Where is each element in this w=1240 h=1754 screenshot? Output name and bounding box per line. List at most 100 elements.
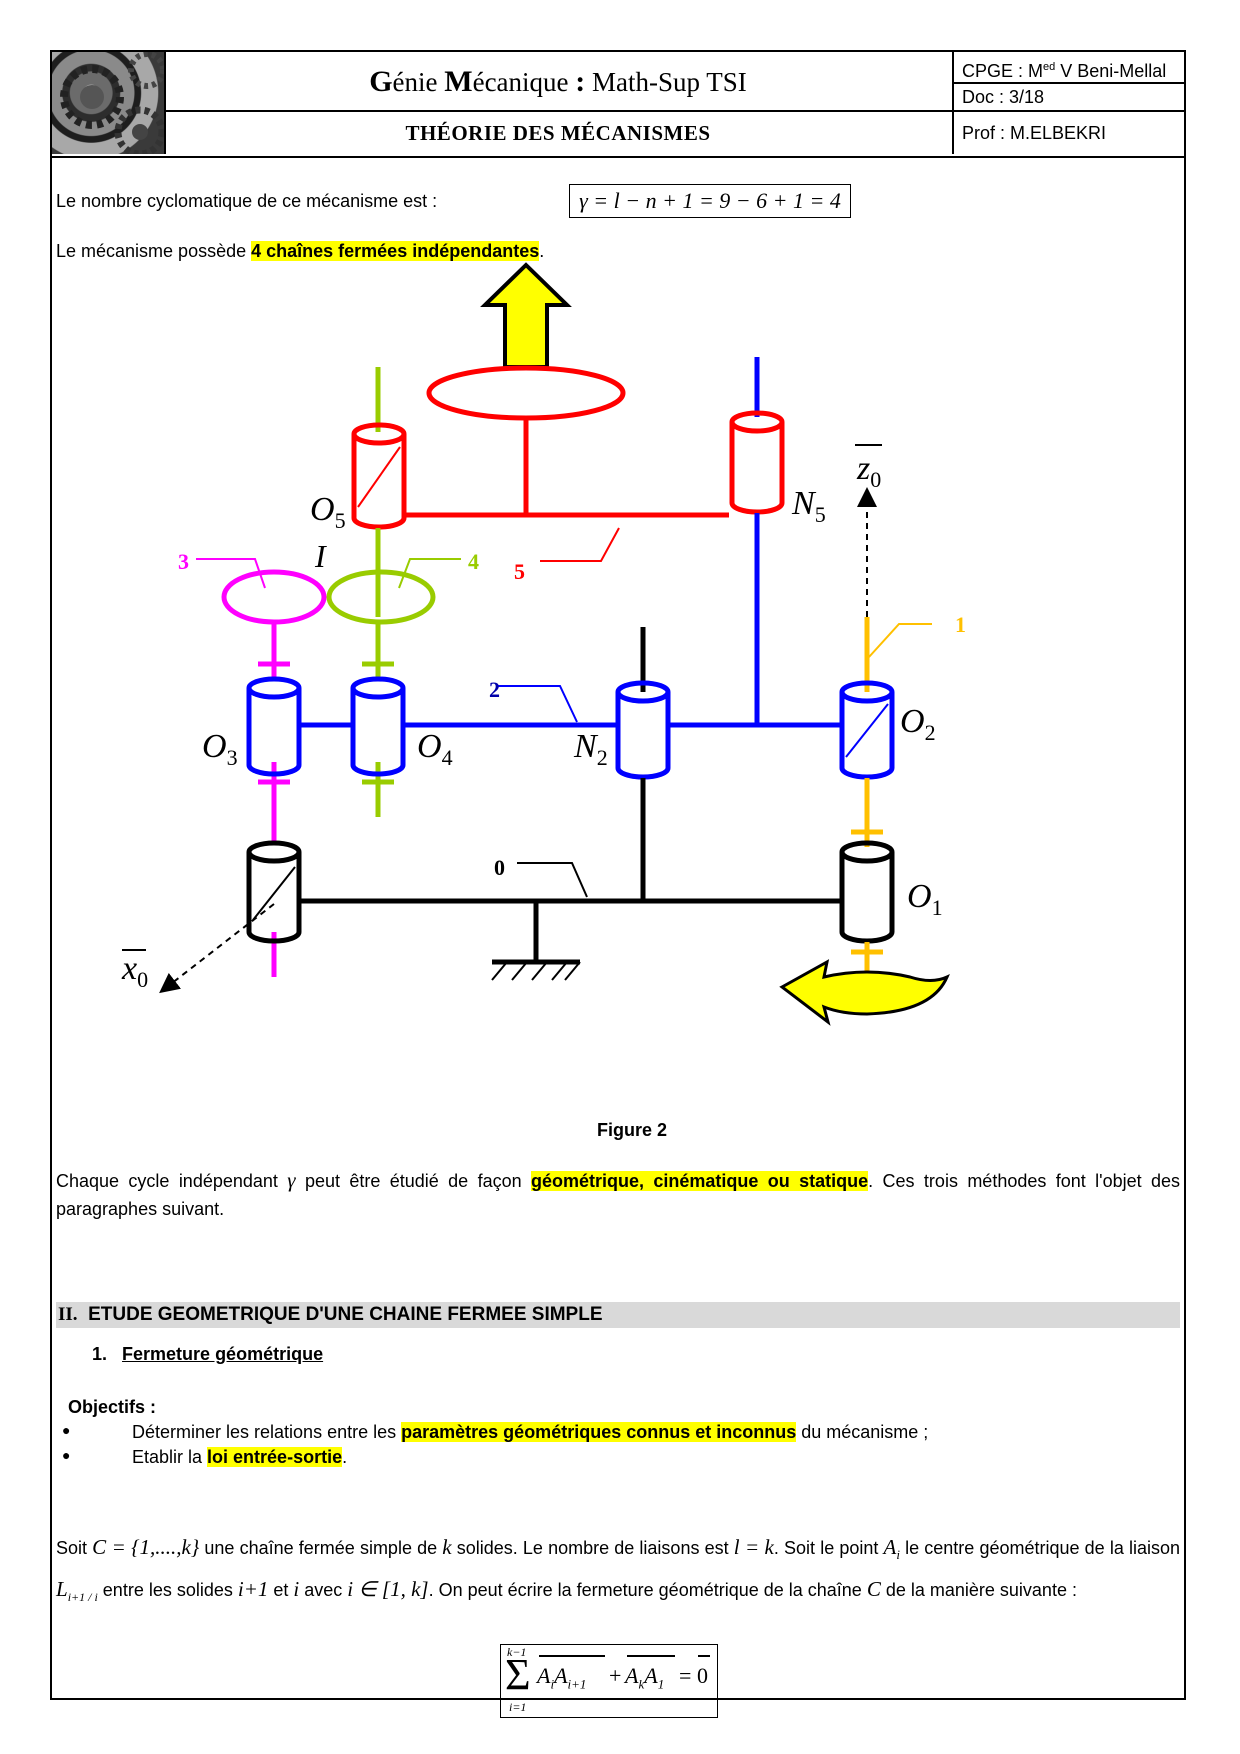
bullet-icon: ●: [62, 1422, 71, 1438]
figure-caption: Figure 2: [596, 1120, 667, 1140]
output-arrow-icon: [480, 262, 572, 369]
term-1: AiAi+1: [537, 1663, 587, 1692]
gear-3: [221, 569, 327, 625]
cycles-before: Chaque cycle indépendant: [56, 1171, 288, 1191]
school-cell: CPGE : Med V Beni-Mellal: [954, 52, 1184, 84]
vector-bar-zero: [698, 1655, 710, 1657]
solid-5-plate: [426, 365, 626, 421]
subsection-1-number: 1.: [92, 1344, 108, 1364]
label-0: 0: [494, 855, 505, 880]
label-4: 4: [468, 549, 479, 574]
cycles-after: . Ces trois méthodes font l'objet des pa…: [56, 1171, 1180, 1219]
p-c: solides. Le nombre de liaisons est: [451, 1538, 734, 1558]
page-subtitle: THÉORIE DES MÉCANISMES: [164, 112, 954, 154]
sum-top: k−1: [507, 1645, 527, 1659]
label-n5: N5: [791, 485, 826, 527]
school-suffix: V Beni-Mellal: [1055, 61, 1167, 81]
label-o2: O2: [900, 703, 936, 745]
p-interval: i ∈ [1, k]: [347, 1577, 429, 1602]
doc-cell: Doc : 3/18: [954, 84, 1184, 112]
objective-1-before: Déterminer les relations entre les: [132, 1422, 402, 1442]
rotation-arrow-icon: [779, 959, 950, 1026]
vector-bar-1: [539, 1655, 605, 1657]
section-ii-number: II.: [58, 1304, 78, 1325]
objective-1-highlight: paramètres géométriques connus et inconn…: [401, 1422, 797, 1442]
gears-logo: [52, 52, 166, 154]
label-x0: x0: [121, 950, 148, 992]
equals-sign: =: [679, 1663, 692, 1688]
p-d: . Soit le point: [773, 1538, 884, 1558]
objective-2-before: Etablir la: [132, 1447, 208, 1467]
vector-bar-2: [627, 1655, 675, 1657]
joint-n5: [729, 410, 785, 515]
p-leqk: l = k: [733, 1535, 774, 1559]
chains-sentence: Le mécanisme possède 4 chaînes fermées i…: [56, 238, 544, 264]
objectives-title: Objectifs :: [68, 1397, 157, 1417]
cycles-highlight: géométrique, cinématique ou statique: [530, 1171, 869, 1191]
school-prefix: CPGE : M: [962, 61, 1044, 81]
page-frame: Génie Mécanique : Math-Sup TSI THÉORIE D…: [50, 50, 1186, 1718]
joint-base-left: [246, 840, 302, 944]
cyclomatic-text: Le nombre cyclomatique de ce mécanisme e…: [56, 191, 438, 211]
mechanism-figure: O5 N5 z0 5 3 I 4 1 2 O3 O4 N2 O2 0 O1 x0: [121, 262, 966, 1026]
objective-1-after: du mécanisme ;: [796, 1422, 929, 1442]
header: Génie Mécanique : Math-Sup TSI THÉORIE D…: [52, 52, 1184, 158]
closure-formula: k−1 Σ i=1 AiAi+1 + AkA1 = 0: [500, 1644, 718, 1718]
p-k: k: [442, 1535, 452, 1559]
p-ai: Ai: [883, 1535, 900, 1563]
title-m: M: [444, 65, 473, 98]
cyclomatic-formula: γ = l − n + 1 = 9 − 6 + 1 = 4: [569, 184, 851, 218]
p-f: entre les solides: [97, 1580, 238, 1601]
subsection-1-heading: 1. Fermeture géométrique: [92, 1344, 323, 1365]
label-i: I: [314, 538, 327, 574]
label-1: 1: [955, 612, 966, 637]
joint-o4: [350, 676, 406, 777]
term-2: AkA1: [625, 1663, 665, 1692]
gear-4: [326, 569, 436, 625]
section-ii-title: ETUDE GEOMETRIQUE D'UNE CHAINE FERMEE SI…: [88, 1304, 603, 1325]
title-part2: écanique: [472, 67, 576, 97]
label-o4: O4: [417, 728, 453, 770]
objective-2-after: .: [342, 1447, 348, 1467]
p-a: Soit: [56, 1538, 93, 1558]
joint-o3: [246, 676, 302, 777]
p-i-text: . On peut écrire la fermeture géométriqu…: [428, 1580, 867, 1601]
objective-2-highlight: loi entrée-sortie: [207, 1447, 343, 1467]
title-part1: énie: [392, 67, 445, 97]
p-b: une chaîne fermée simple de: [199, 1538, 443, 1558]
joint-n2: [615, 680, 671, 780]
p-h: avec: [299, 1580, 348, 1601]
p-i1: i+1: [237, 1577, 269, 1602]
p-j: de la manière suivante :: [880, 1580, 1077, 1601]
section-ii-heading: II. ETUDE GEOMETRIQUE D'UNE CHAINE FERME…: [56, 1302, 1180, 1328]
p-c-letter: C: [866, 1577, 881, 1602]
p-set: C = {1,....,k}: [92, 1535, 200, 1559]
bullet-icon: ●: [62, 1447, 71, 1463]
title-g: G: [369, 65, 393, 98]
closure-paragraph: Soit C = {1,....,k} une chaîne fermée si…: [56, 1530, 1180, 1615]
p-i: i: [293, 1577, 300, 1602]
title-part3: Math-Sup TSI: [585, 67, 747, 97]
cycles-paragraph: Chaque cycle indépendant γ peut être étu…: [56, 1166, 1180, 1223]
label-z0: z0: [856, 450, 881, 492]
zero-vector: 0: [697, 1663, 708, 1688]
p-e: le centre géométrique de la liaison: [899, 1538, 1181, 1558]
sum-bottom: i=1: [509, 1700, 527, 1714]
joint-o2: [839, 680, 895, 780]
label-2: 2: [489, 677, 500, 702]
prof-cell: Prof : M.ELBEKRI: [962, 123, 1107, 143]
label-5: 5: [514, 559, 525, 584]
page-title: Génie Mécanique : Math-Sup TSI: [164, 52, 954, 112]
label-o1: O1: [907, 878, 943, 920]
cycles-gamma: γ: [287, 1168, 296, 1192]
label-n2: N2: [573, 728, 608, 770]
p-g: et: [268, 1580, 294, 1601]
label-3: 3: [178, 549, 189, 574]
cycles-mid: peut être étudié de façon: [295, 1171, 531, 1191]
p-l: Li+1 / i: [56, 1577, 98, 1605]
plus-sign: +: [609, 1663, 622, 1688]
chains-highlight: 4 chaînes fermées indépendantes: [251, 241, 540, 261]
label-o5: O5: [310, 491, 346, 533]
label-o3: O3: [202, 728, 238, 770]
sum-sigma: Σ: [505, 1650, 531, 1699]
